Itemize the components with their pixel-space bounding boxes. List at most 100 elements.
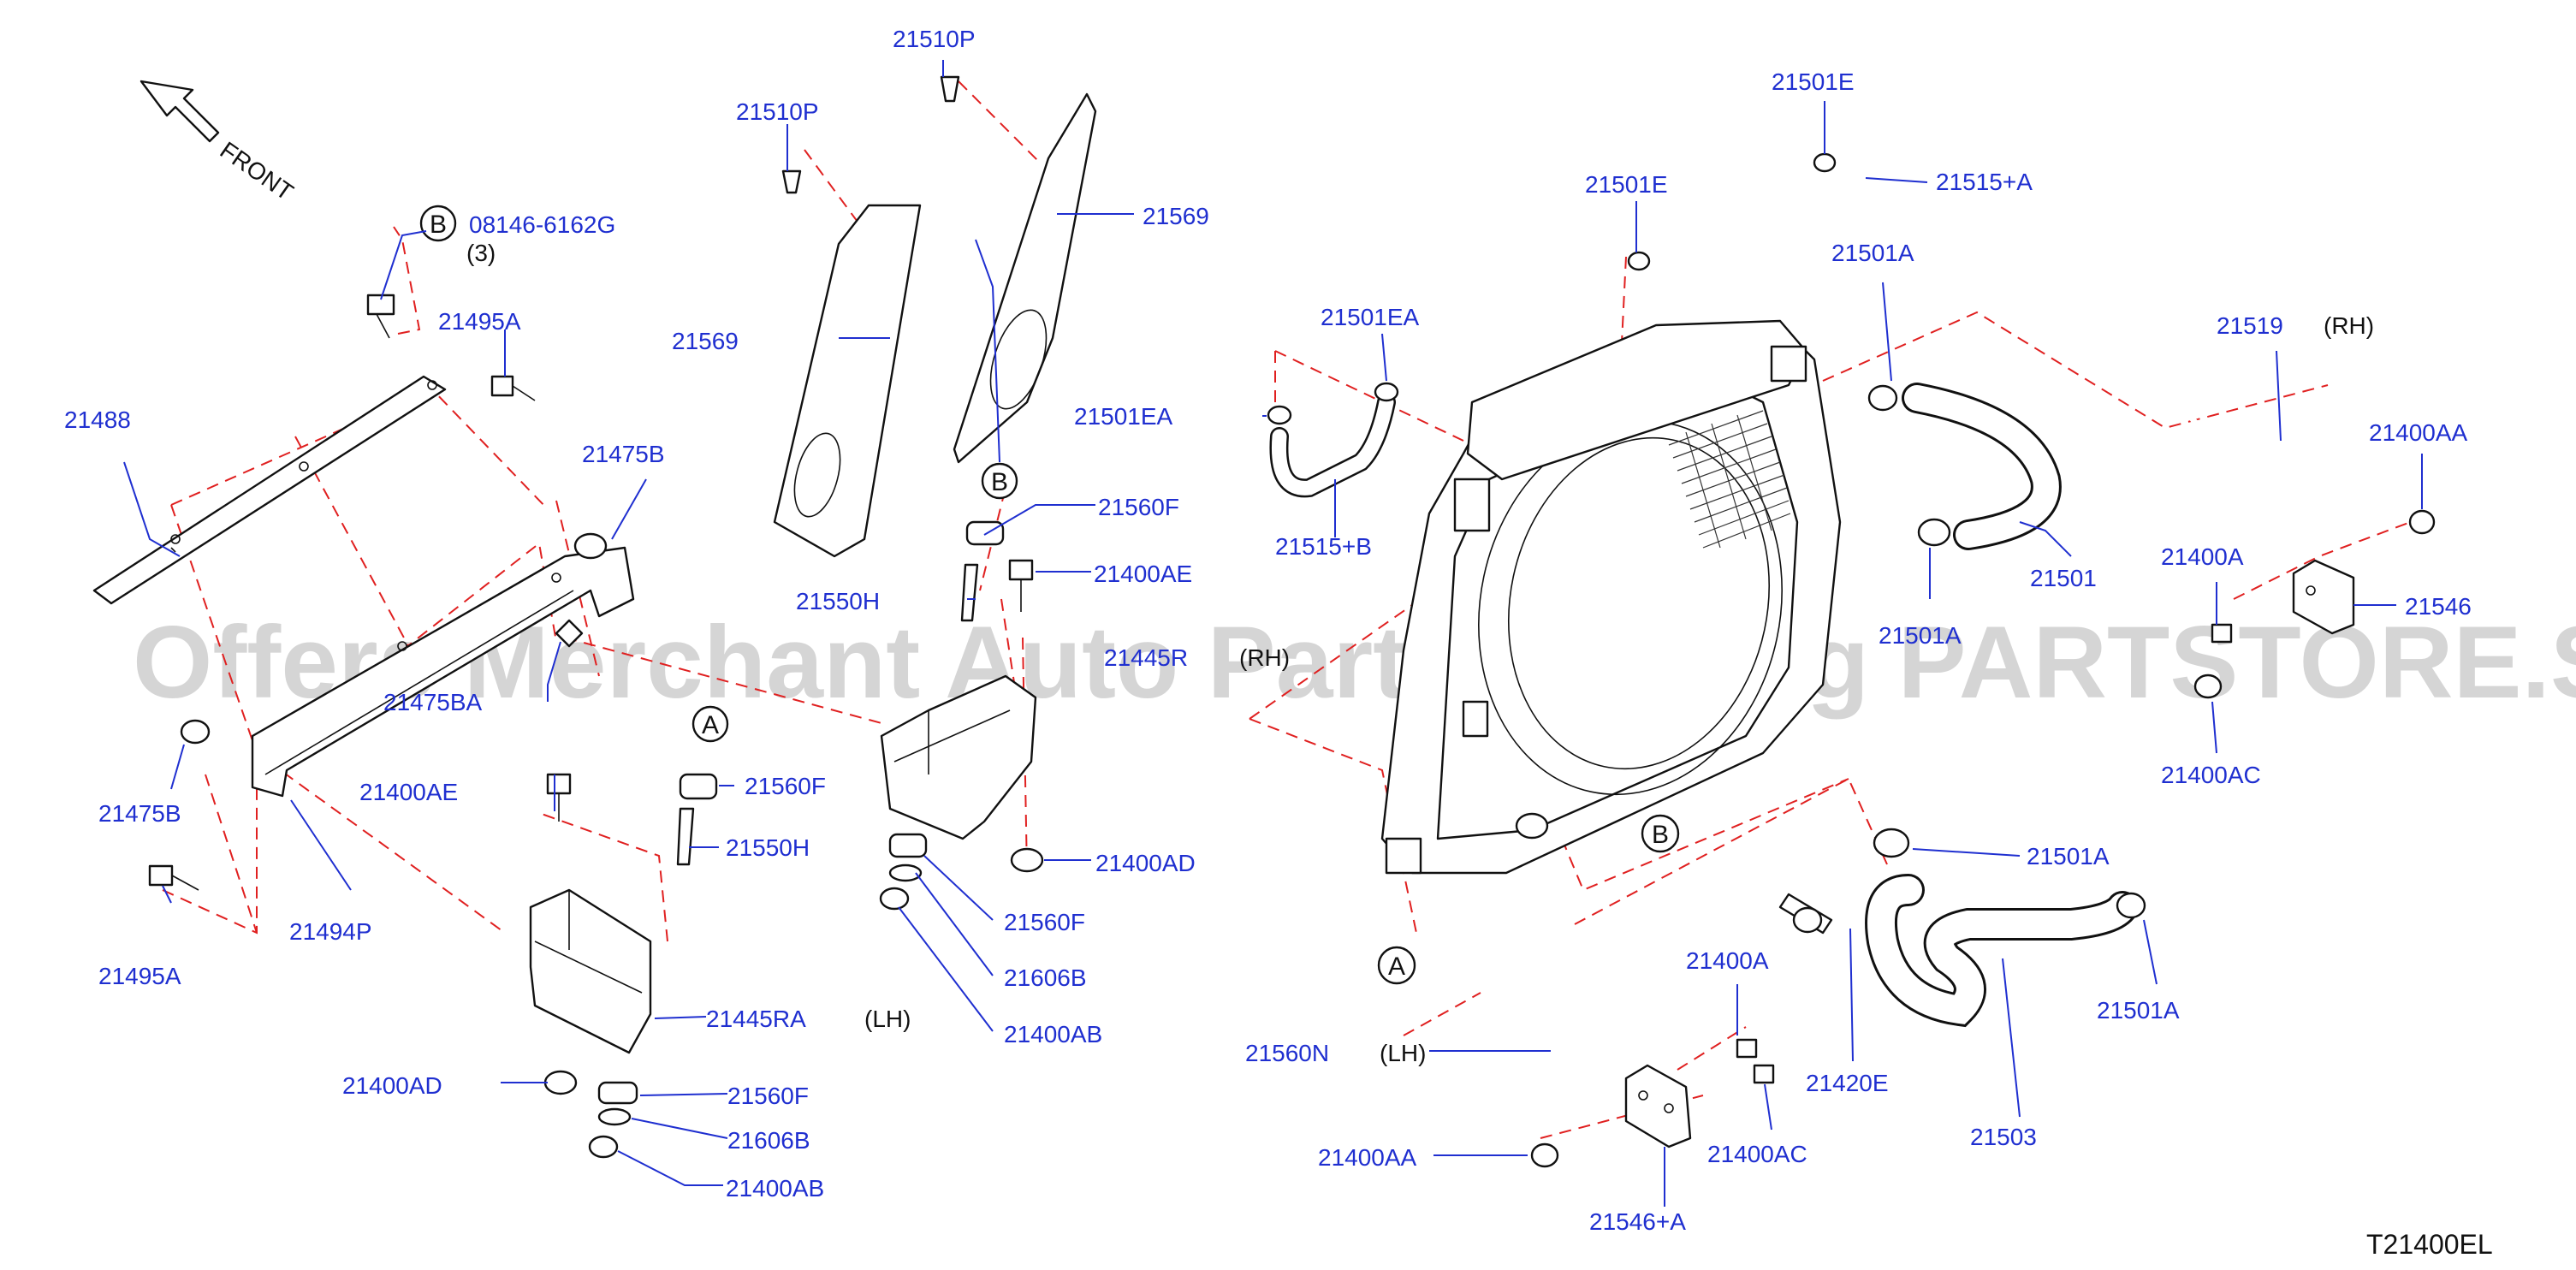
label-21501a-lower-right[interactable]: 21501A (2097, 997, 2180, 1024)
clamp-21501e-top-icon (1813, 152, 1837, 173)
callout-b-radiator: B (1641, 814, 1680, 853)
stay-21560n-lh (1486, 921, 1595, 1125)
svg-text:A: A (702, 711, 719, 739)
label-21445ra[interactable]: 21445RA (706, 1006, 806, 1032)
label-21606b-lh[interactable]: 21606B (727, 1127, 810, 1154)
clamp-21501a-lower-left-icon (1873, 828, 1910, 858)
label-21501a-upper[interactable]: 21501A (1831, 240, 1914, 266)
label-08146-6162g[interactable]: 08146-6162G (469, 211, 615, 238)
clip-21420e-icon (1778, 893, 1833, 935)
radiator-core-mesh (1668, 410, 1791, 549)
mount-bracket-rh (880, 674, 1037, 840)
nut-21400aa-rh-icon (2408, 509, 2436, 535)
label-21503[interactable]: 21503 (1970, 1124, 2037, 1150)
upper-seal-panel (92, 375, 447, 605)
label-21501ea-left[interactable]: 21501EA (1074, 403, 1173, 430)
label-21560f-top-lh[interactable]: 21560F (745, 773, 826, 799)
label-21546-a[interactable]: 21546+A (1589, 1208, 1686, 1235)
label-21400ab-lh[interactable]: 21400AB (726, 1175, 824, 1202)
seal-panel-21569-left (773, 204, 922, 558)
label-21501a-lower-left[interactable]: 21501A (2027, 843, 2110, 869)
clip-21510p-left-icon (781, 169, 802, 194)
label-21510p-left[interactable]: 21510P (736, 98, 819, 125)
label-21400ae-lh[interactable]: 21400AE (359, 779, 458, 805)
nut-21400aa-lh-icon (1530, 1142, 1559, 1168)
label-21400a-rh[interactable]: 21400A (2161, 543, 2244, 570)
label-21560f-top-rh[interactable]: 21560F (1098, 494, 1179, 520)
clamp-21501a-lower-right-icon (2116, 892, 2146, 919)
note-rh-stay: (RH) (2324, 312, 2374, 339)
label-21475b-lower[interactable]: 21475B (98, 800, 181, 827)
label-21501ea-right[interactable]: 21501EA (1321, 304, 1420, 330)
front-label: FRONT (216, 137, 299, 206)
clamp-21501a-upper-icon (1867, 384, 1898, 412)
label-21560f-low-lh[interactable]: 21560F (727, 1083, 809, 1109)
label-21501a-mid[interactable]: 21501A (1879, 622, 1962, 649)
label-21400ac-lh[interactable]: 21400AC (1707, 1141, 1807, 1167)
label-21546[interactable]: 21546 (2405, 593, 2472, 620)
label-21494p[interactable]: 21494P (289, 918, 372, 945)
label-21501-hose[interactable]: 21501 (2030, 565, 2097, 591)
label-21560n[interactable]: 21560N (1245, 1040, 1329, 1066)
insulator-21560f-top-rh-icon (965, 520, 1005, 546)
label-21400ad-lh[interactable]: 21400AD (342, 1072, 442, 1099)
stud-21550h-lh-icon (676, 807, 695, 866)
label-21519[interactable]: 21519 (2217, 312, 2283, 339)
callout-b-top: B (419, 205, 457, 242)
note-rh-mount: (RH) (1239, 644, 1290, 671)
hose-21503-lower (1865, 874, 2139, 1028)
stud-21550h-rh-icon (960, 563, 979, 622)
label-21569-right[interactable]: 21569 (1143, 203, 1209, 229)
label-21495a-lower[interactable]: 21495A (98, 963, 181, 989)
label-21501e-top[interactable]: 21501E (1772, 68, 1855, 95)
callout-a-left: A (691, 705, 729, 743)
label-21515-a[interactable]: 21515+A (1936, 169, 2033, 195)
label-21569-left[interactable]: 21569 (672, 328, 739, 354)
label-21475ba[interactable]: 21475BA (383, 689, 483, 715)
svg-text:B: B (1652, 821, 1669, 849)
radiator-assembly (1380, 319, 1842, 875)
hose-21515b (1269, 393, 1396, 498)
bolt-21400ac-rh-icon (2193, 674, 2223, 699)
label-21606b-rh[interactable]: 21606B (1004, 964, 1087, 991)
label-21420e[interactable]: 21420E (1806, 1070, 1889, 1096)
label-21488[interactable]: 21488 (64, 407, 131, 433)
svg-text:B: B (430, 211, 447, 239)
clamp-21501ea-right-icon (1374, 382, 1399, 402)
clip-21475ba-icon (555, 619, 584, 648)
hose-21515a (1648, 165, 1868, 299)
leader-lines (123, 60, 2423, 1207)
label-21400ad-rh[interactable]: 21400AD (1095, 850, 1196, 876)
label-21475b-upper[interactable]: 21475B (582, 441, 665, 467)
clip-21510p-right-icon (940, 75, 960, 103)
label-21400ab-rh[interactable]: 21400AB (1004, 1021, 1102, 1047)
washer-21606b-lh-icon (597, 1107, 632, 1126)
label-21400ae-rh[interactable]: 21400AE (1094, 561, 1192, 587)
bracket-21546a-icon (1624, 1064, 1692, 1148)
clamp-21501e-left-icon (1627, 251, 1651, 271)
insulator-21560f-low-rh-icon (888, 833, 928, 858)
label-21495a-upper[interactable]: 21495A (438, 308, 521, 335)
label-21550h-lh[interactable]: 21550H (726, 834, 810, 861)
label-21400aa-rh[interactable]: 21400AA (2369, 419, 2468, 446)
label-21560f-low-rh[interactable]: 21560F (1004, 909, 1085, 935)
label-21501e-left[interactable]: 21501E (1585, 171, 1668, 198)
note-lh-stay: (LH) (1380, 1040, 1426, 1066)
diagram-code: T21400EL (2366, 1229, 2493, 1260)
label-21400aa-lh[interactable]: 21400AA (1318, 1144, 1417, 1171)
label-21515-b[interactable]: 21515+B (1275, 533, 1372, 560)
bolt-08146-icon (366, 294, 395, 339)
bracket-21546-icon (2292, 559, 2355, 635)
callout-b-mid: B (981, 462, 1018, 500)
stay-21519-rh (2183, 399, 2365, 551)
label-21400ac-rh[interactable]: 21400AC (2161, 762, 2261, 788)
label-21400a-lh[interactable]: 21400A (1686, 947, 1769, 974)
bolt-21400a-rh-icon (2211, 623, 2233, 644)
label-21510p-top[interactable]: 21510P (893, 26, 976, 52)
label-21445r[interactable]: 21445R (1104, 644, 1188, 671)
label-21550h-rh[interactable]: 21550H (796, 588, 880, 614)
bolt-21400a-lh-icon (1736, 1038, 1758, 1059)
insulator-21560f-top-lh-icon (679, 773, 718, 800)
bolt-21495a-lower-icon (148, 864, 199, 891)
